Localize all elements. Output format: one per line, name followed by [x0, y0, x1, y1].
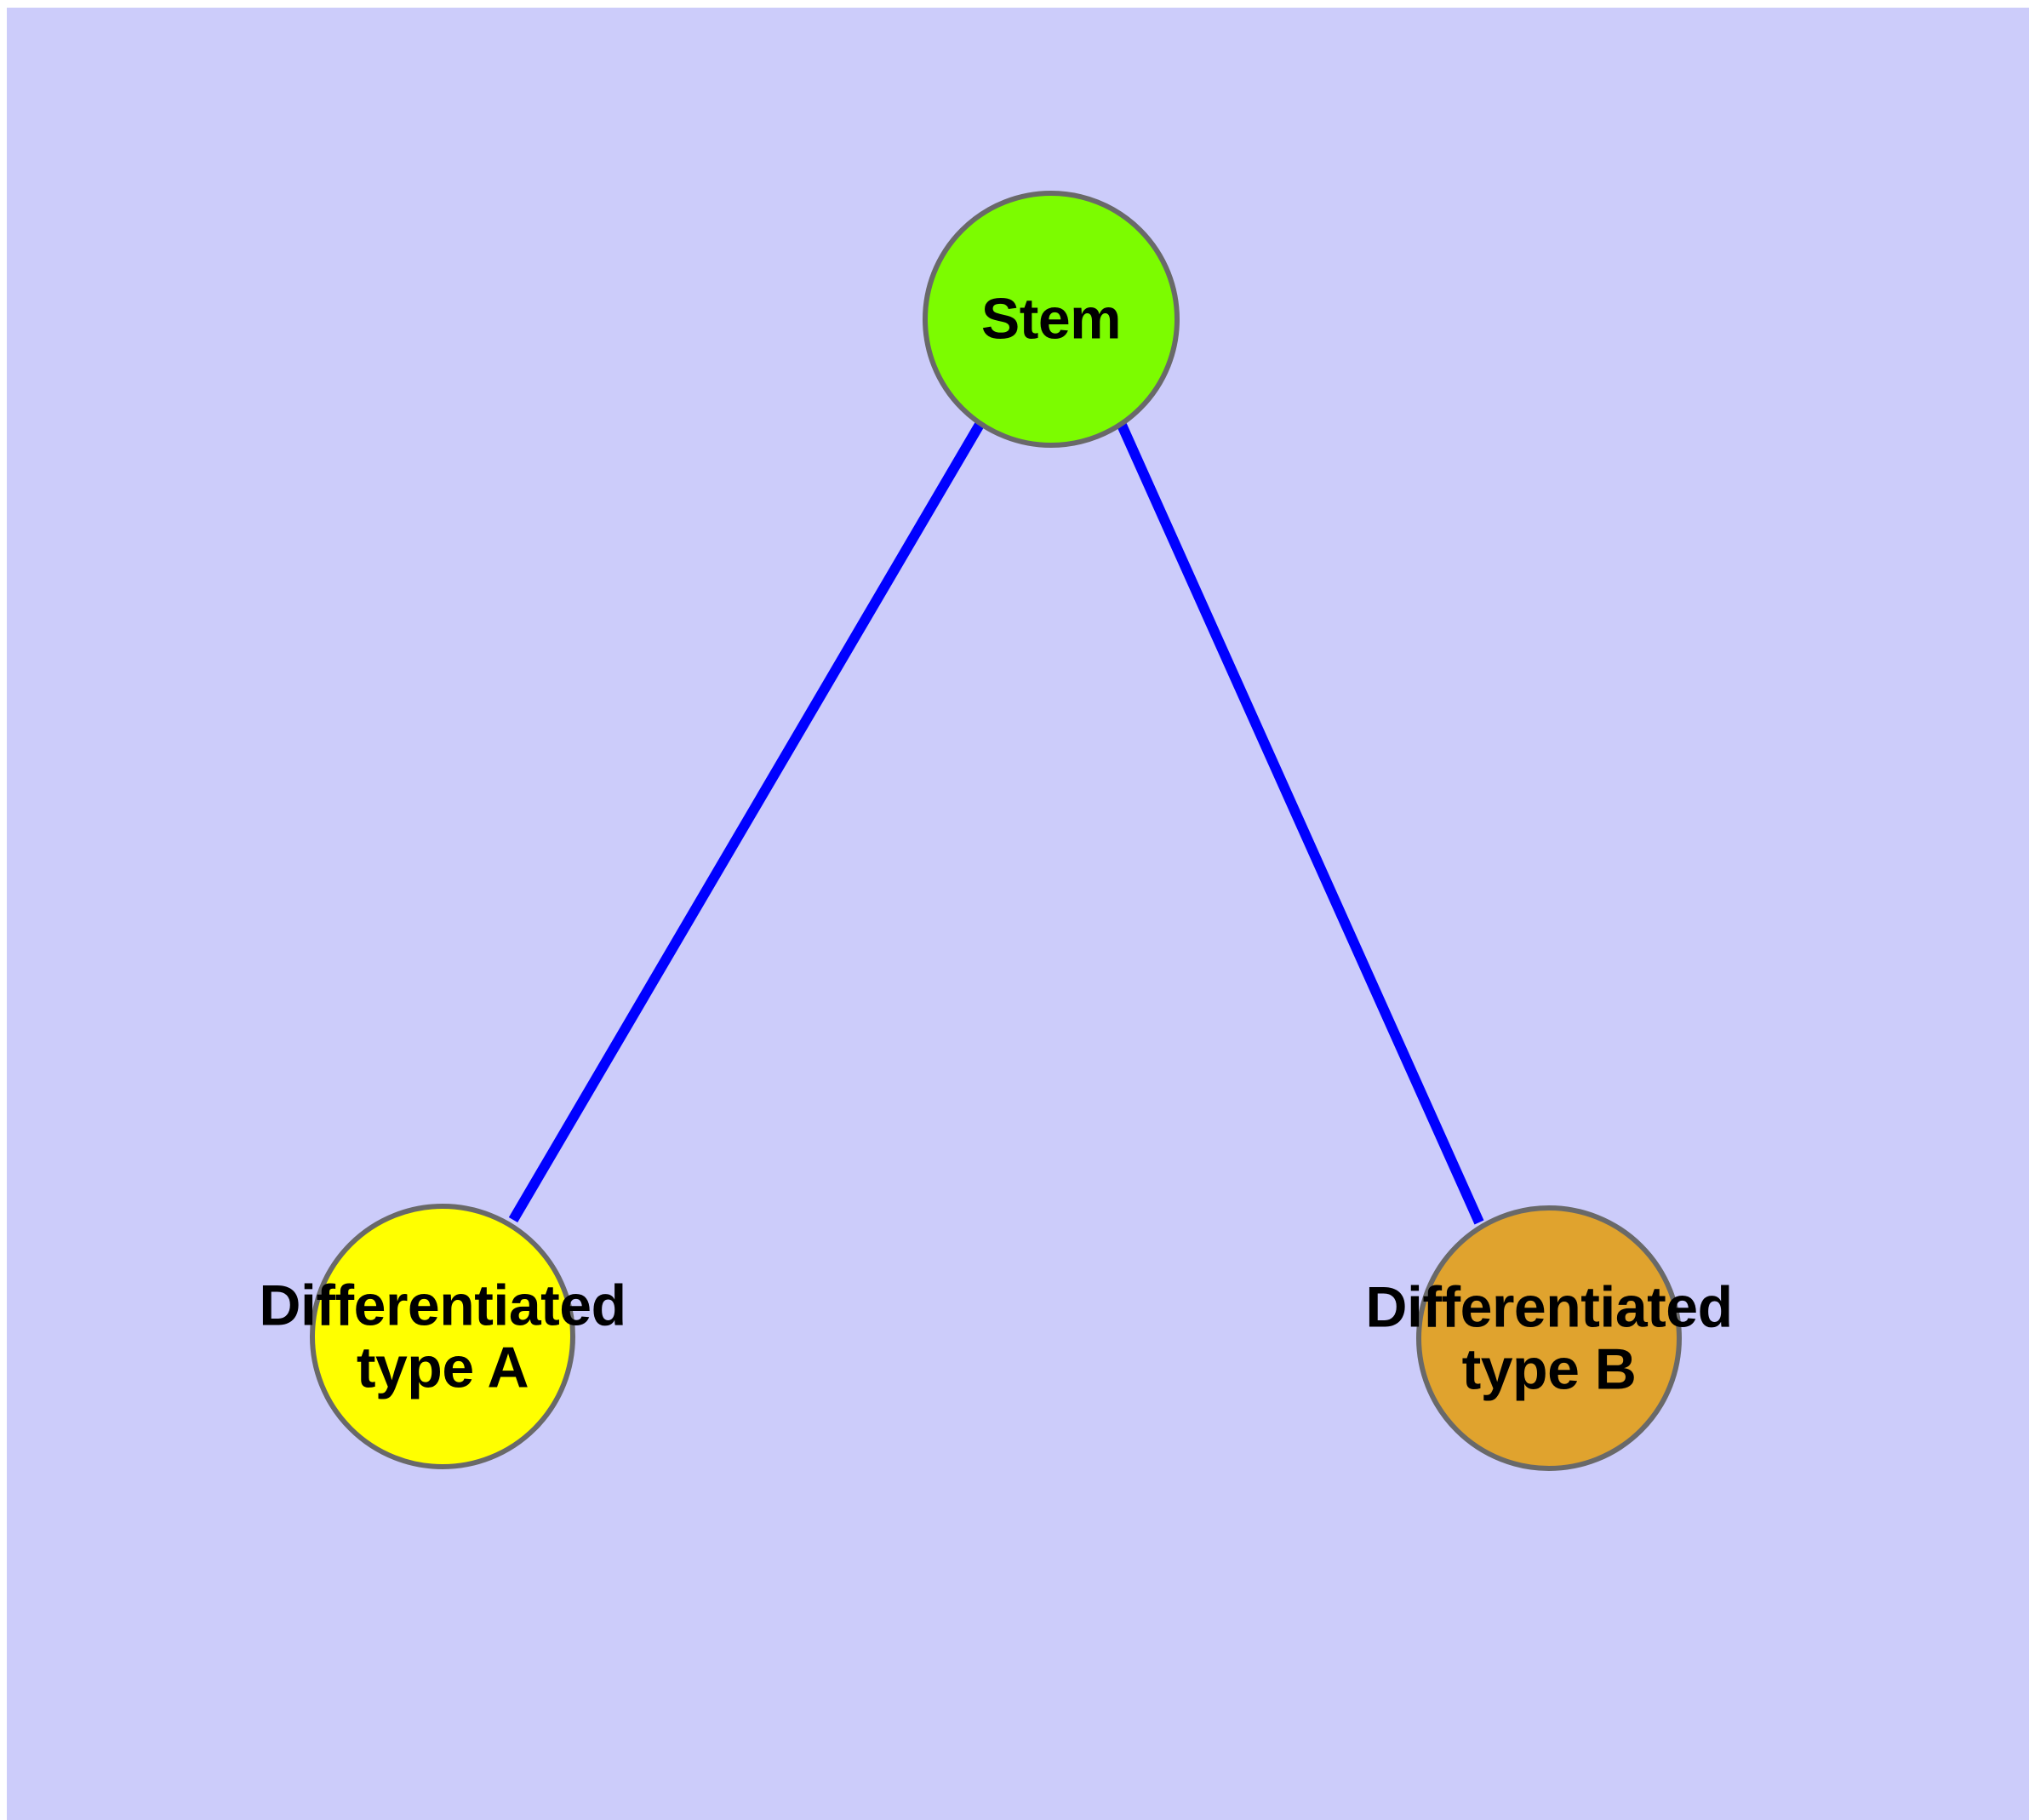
- node-circle-stem[interactable]: [923, 191, 1180, 448]
- node-circle-diff_b[interactable]: [1416, 1205, 1682, 1471]
- edges-layer: [508, 420, 1484, 1225]
- edge-stem-diff-b[interactable]: [1116, 421, 1484, 1225]
- node-circle-diff_a[interactable]: [310, 1204, 575, 1469]
- nodes-layer: [310, 191, 1682, 1471]
- edge-stem-diff-a[interactable]: [508, 420, 986, 1223]
